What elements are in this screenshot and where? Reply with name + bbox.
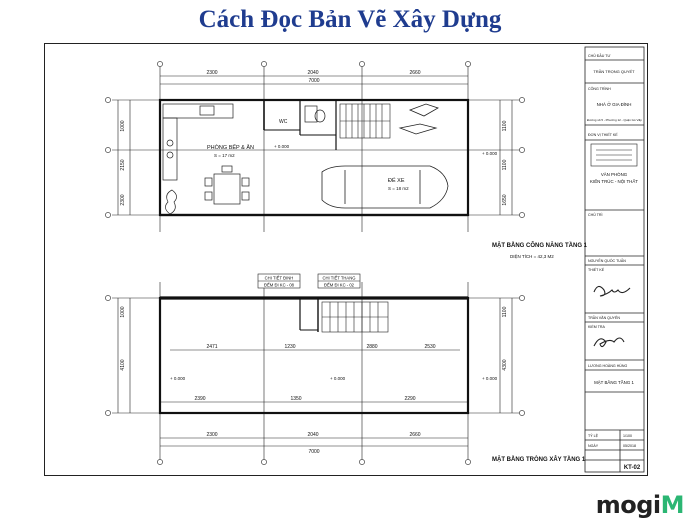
plan2-dim-left-1: 1000 xyxy=(120,306,126,317)
plan1-dim-left-3: 2300 xyxy=(120,194,126,205)
tb-lead-label: CHỦ TRÌ xyxy=(588,212,603,217)
plan1-dim-top-3: 2660 xyxy=(409,70,420,76)
plan-2-walls xyxy=(158,296,470,415)
tb-firm-line2: KIẾN TRÚC - NỘI THẤT xyxy=(590,179,638,184)
tb-drawing-name: MẶT BẰNG TẦNG 1 xyxy=(594,380,634,385)
plan2-dim-mid-2: 1230 xyxy=(284,344,295,350)
plan1-dim-right-3: 1650 xyxy=(502,194,508,205)
plan1-level-2: + 0.000 xyxy=(482,151,498,156)
tb-lead-name: NGUYỄN QUỐC TUẤN xyxy=(588,258,626,263)
plan2-dim-bottom-1: 2300 xyxy=(206,432,217,438)
signature-1-icon xyxy=(593,285,631,297)
plan2-caption: MẶT BẰNG TRÒNG XÂY TẦNG 1 xyxy=(492,455,586,463)
plan2-dim-low-2: 1350 xyxy=(290,396,301,402)
tb-scale-label: TỶ LỆ xyxy=(588,433,599,438)
plan-2-grid-bubbles xyxy=(105,295,525,465)
plan2-dim-mid-3: 2880 xyxy=(366,344,377,350)
wc-label: WC xyxy=(279,119,288,125)
plan-1-stairs xyxy=(339,103,391,139)
plan-1-kitchen-furniture xyxy=(162,103,326,215)
tb-project-label: CÔNG TRÌNH xyxy=(588,86,611,91)
tb-sign2-label: KIỂM TRA xyxy=(588,324,606,329)
plan1-sub-caption: DIỆN TÍCH = 42,3 M2 xyxy=(510,252,554,259)
signature-2-icon xyxy=(593,337,625,348)
drawing-sheet xyxy=(44,43,648,476)
plan-1-garage-car xyxy=(321,103,449,209)
plan2-tag-2: CHI TIẾT THANG xyxy=(322,276,355,281)
title-block-frame xyxy=(584,46,645,473)
mogi-logo: mogiM xyxy=(595,491,685,519)
page-title: Cách Đọc Bản Vẽ Xây Dựng xyxy=(198,6,502,33)
plan2-dim-bottom-3: 2660 xyxy=(409,432,420,438)
plan1-dim-right-1: 1100 xyxy=(502,120,508,131)
plan2-dim-right-1: 1100 xyxy=(502,306,508,317)
tb-date-label: NGÀY xyxy=(588,444,599,448)
plan1-caption: MẶT BẰNG CÔNG NĂNG TẦNG 1 xyxy=(492,241,588,249)
tb-owner-name: TRẦN TRỌNG QUYẾT xyxy=(593,69,635,74)
plan2-level-1: + 0.000 xyxy=(170,376,186,381)
garage-label: ĐỂ XE xyxy=(388,177,405,184)
plan2-dim-left-2: 4100 xyxy=(120,359,126,370)
tb-checker-name: LƯƠNG HOÀNG HÙNG xyxy=(588,363,628,368)
kitchen-area: S = 17 m2 xyxy=(214,153,235,158)
tb-scale-value: 1/100 xyxy=(623,434,632,438)
plan2-dim-mid-1: 2471 xyxy=(206,344,217,350)
plan1-dim-left-2: 2150 xyxy=(120,159,126,170)
plan2-dim-low-1: 2390 xyxy=(194,396,205,402)
plan2-dim-bottom-total: 7000 xyxy=(308,449,319,455)
plan2-dim-mid-4: 2530 xyxy=(424,344,435,350)
plan-2-stairs xyxy=(321,301,389,333)
plan1-level-1: + 0.000 xyxy=(274,144,290,149)
plan2-tag-2-sub: ĐẾM ĐI KC - 02 xyxy=(324,283,355,288)
tb-drafter-name: TRẦN VĂN QUYÊN xyxy=(588,315,620,320)
tb-owner-label: CHỦ ĐẦU TƯ xyxy=(588,53,611,58)
plan1-dim-top-1: 2300 xyxy=(206,70,217,76)
plan-1-grid-bubbles xyxy=(105,61,525,218)
plan2-tag-1: CHI TIẾT ĐINH xyxy=(265,276,294,281)
plan2-level-3: + 0.000 xyxy=(482,376,498,381)
plan1-dim-top-total: 7000 xyxy=(308,78,319,84)
plan2-level-2: + 0.000 xyxy=(330,376,346,381)
plan1-dim-right-2: 1100 xyxy=(502,159,508,170)
garage-area: S = 18 m2 xyxy=(388,186,409,191)
plan2-dim-low-3: 2290 xyxy=(404,396,415,402)
tb-project-name: NHÀ Ở GIA ĐÌNH xyxy=(597,102,632,107)
tb-address: Đường số 5 - Phường 12 - Quận Gò Vấp xyxy=(587,118,642,122)
plan-2-detail-tags xyxy=(257,273,361,289)
tb-sign1-label: THIẾT KẾ xyxy=(588,267,605,272)
tb-sheet-no: KT-02 xyxy=(624,465,641,471)
plan2-dim-bottom-2: 2040 xyxy=(307,432,318,438)
plan2-tag-1-sub: ĐẾM ĐI KC - 08 xyxy=(264,283,295,288)
plan1-dim-left-1: 1000 xyxy=(120,120,126,131)
firm-logo-icon xyxy=(590,143,638,167)
tb-firm-line1: VĂN PHÒNG xyxy=(601,172,628,177)
plan2-dim-right-2: 4300 xyxy=(502,359,508,370)
tb-designer-label: ĐƠN VỊ THIẾT KẾ xyxy=(588,132,618,137)
plan-1-walls xyxy=(158,98,470,217)
tb-date-value: 05/2018 xyxy=(623,444,636,448)
plan1-dim-top-2: 2040 xyxy=(307,70,318,76)
kitchen-label: PHÒNG BẾP & ĂN xyxy=(207,144,254,151)
